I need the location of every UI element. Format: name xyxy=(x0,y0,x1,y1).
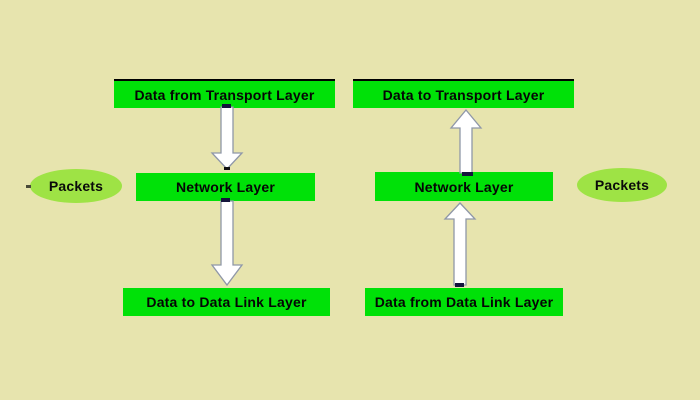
down-arrow-icon xyxy=(210,106,244,170)
box-data-from-transport-layer: Data from Transport Layer xyxy=(114,79,335,108)
down-arrow-icon xyxy=(210,200,244,287)
connector-tick xyxy=(455,283,464,287)
packets-ellipse-left: Packets xyxy=(30,169,122,203)
connector-tick xyxy=(224,167,230,170)
up-arrow-icon xyxy=(449,108,483,174)
packets-ellipse-right: Packets xyxy=(577,168,667,202)
box-network-layer-left: Network Layer xyxy=(136,173,315,201)
packets-label-left: Packets xyxy=(48,178,104,194)
box-data-to-data-link-layer: Data to Data Link Layer xyxy=(123,288,330,316)
box-data-to-transport-layer: Data to Transport Layer xyxy=(353,79,574,108)
box-data-from-data-link-layer: Data from Data Link Layer xyxy=(365,288,563,316)
packets-label-right: Packets xyxy=(594,177,650,193)
box-network-layer-right: Network Layer xyxy=(375,172,553,201)
up-arrow-icon xyxy=(443,202,477,286)
